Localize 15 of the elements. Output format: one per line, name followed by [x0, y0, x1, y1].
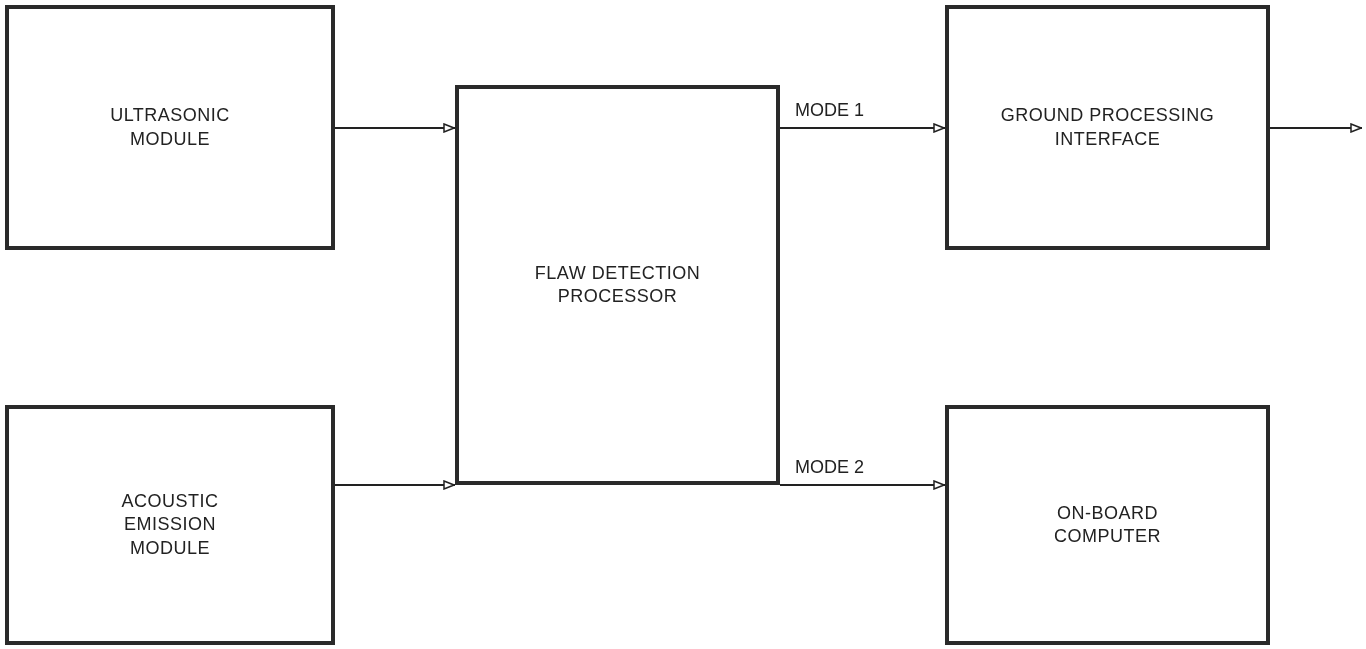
arrow: [334, 123, 456, 133]
box-label: ACOUSTIC EMISSION MODULE: [120, 489, 220, 560]
arrow: [334, 480, 456, 490]
arrow: [1269, 123, 1363, 133]
process-box: [945, 5, 1270, 250]
box-label: GROUND PROCESSING INTERFACE: [999, 104, 1216, 151]
box-label: FLAW DETECTION PROCESSOR: [533, 261, 702, 308]
box-label: ULTRASONIC MODULE: [109, 104, 231, 151]
process-box: [5, 5, 335, 250]
arrow: [779, 480, 946, 490]
process-box: [455, 85, 780, 485]
process-box: [5, 405, 335, 645]
box-label: ON-BOARD COMPUTER: [1053, 501, 1162, 548]
arrow: [779, 123, 946, 133]
process-box: [945, 405, 1270, 645]
